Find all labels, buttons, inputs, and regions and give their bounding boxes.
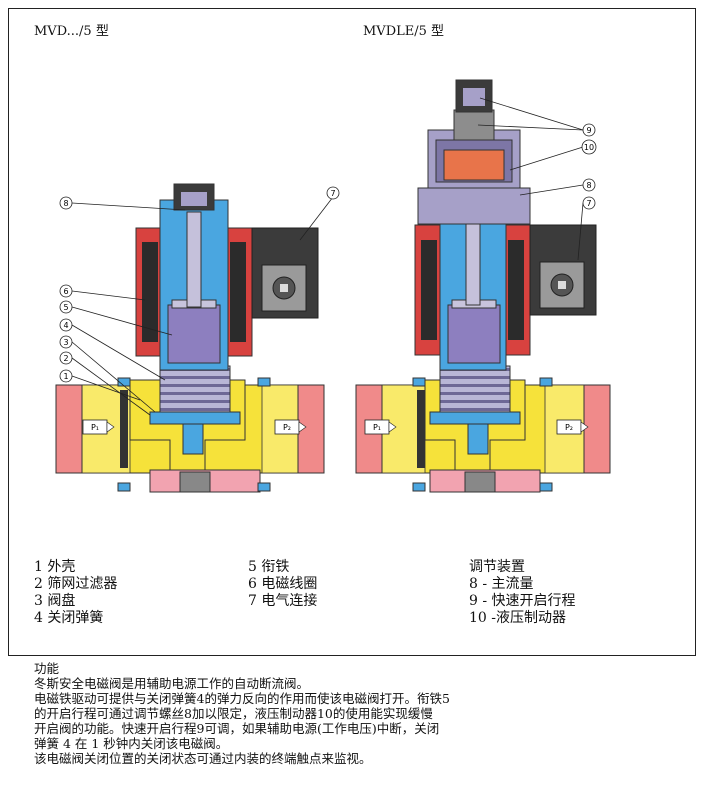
svg-text:4: 4 — [63, 321, 68, 330]
p1-right: P₁ — [364, 419, 397, 435]
legend-item: 10 -液压制动器 — [469, 610, 566, 626]
description-line: 冬斯安全电磁阀是用辅助电源工作的自动断流阀。 — [34, 676, 310, 691]
callout-9: 9 — [582, 123, 596, 137]
valve-left — [55, 183, 325, 493]
valve-title-right: MVDLE/5 型 — [363, 24, 445, 39]
svg-text:3: 3 — [63, 338, 68, 347]
legend-item: 8 - 主流量 — [469, 576, 534, 592]
legend-item: 4 关闭弹簧 — [34, 610, 104, 626]
svg-text:5: 5 — [63, 303, 68, 312]
description-line: 弹簧 4 在 1 秒钟内关闭该电磁阀。 — [34, 736, 229, 751]
callout-2: 2 — [59, 351, 73, 365]
description-line: 该电磁阀关闭位置的关闭状态可通过内装的终端触点来监视。 — [34, 751, 372, 766]
callout-8-right: 8 — [582, 178, 596, 192]
svg-text:P₂: P₂ — [565, 423, 573, 432]
svg-text:P₁: P₁ — [91, 423, 99, 432]
pressure-labels: P₁ P₂ P₁ P₂ — [82, 419, 589, 435]
diagram-frame — [8, 8, 696, 656]
description-line: 的开启行程可通过调节螺丝8加以限定，液压制动器10的使用能实现缓慢 — [34, 706, 433, 721]
callout-1: 1 — [59, 369, 73, 383]
svg-text:9: 9 — [586, 126, 591, 135]
valve-title-left: MVD.../5 型 — [34, 24, 109, 39]
function-description: 功能 冬斯安全电磁阀是用辅助电源工作的自动断流阀。 电磁铁驱动可提供与关闭弹簧4… — [34, 661, 554, 766]
leader-lines — [71, 97, 584, 416]
valve-right — [355, 79, 611, 493]
legend-column-1: 1 外壳 2 筛网过滤器 3 阀盘 4 关闭弹簧 — [34, 559, 117, 627]
legend-column-2: 5 衔铁 6 电磁线圈 7 电气连接 — [248, 559, 317, 610]
legend-item: 7 电气连接 — [248, 593, 318, 609]
svg-text:P₁: P₁ — [373, 423, 381, 432]
callout-4: 4 — [59, 318, 73, 332]
p2-right: P₂ — [556, 419, 589, 435]
legend-column-3: 调节装置 8 - 主流量 9 - 快速开启行程 10 -液压制动器 — [469, 559, 576, 627]
callout-3: 3 — [59, 335, 73, 349]
callout-7-right: 7 — [582, 196, 596, 210]
callout-10: 10 — [581, 139, 597, 155]
svg-text:8: 8 — [63, 199, 68, 208]
svg-text:8: 8 — [586, 181, 591, 190]
svg-text:1: 1 — [63, 372, 68, 381]
legend-item: 5 衔铁 — [248, 559, 290, 575]
callout-8-left: 8 — [59, 196, 73, 210]
p1-left: P₁ — [82, 419, 115, 435]
legend-item: 1 外壳 — [34, 559, 76, 575]
svg-text:P₂: P₂ — [283, 423, 291, 432]
legend-item: 9 - 快速开启行程 — [469, 593, 576, 609]
svg-text:2: 2 — [63, 354, 68, 363]
svg-text:10: 10 — [584, 143, 594, 152]
svg-text:6: 6 — [63, 287, 68, 296]
legend-item: 3 阀盘 — [34, 593, 76, 609]
legend-item: 2 筛网过滤器 — [34, 576, 118, 592]
legend-item: 6 电磁线圈 — [248, 576, 318, 592]
svg-text:7: 7 — [586, 199, 591, 208]
p2-left: P₂ — [274, 419, 307, 435]
description-line: 开启阀的功能。快速开启行程9可调，如果辅助电源(工作电压)中断，关闭 — [34, 721, 440, 736]
legend-item: 调节装置 — [469, 559, 525, 575]
svg-text:7: 7 — [330, 189, 335, 198]
description-heading: 功能 — [34, 661, 60, 676]
callout-7-left: 7 — [326, 186, 340, 200]
callout-6: 6 — [59, 284, 73, 298]
description-line: 电磁铁驱动可提供与关闭弹簧4的弹力反向的作用而使该电磁阀打开。衔铁5 — [34, 691, 450, 706]
callout-markers: 1 2 3 4 5 6 8 7 9 10 8 7 — [59, 123, 597, 383]
callout-5: 5 — [59, 300, 73, 314]
